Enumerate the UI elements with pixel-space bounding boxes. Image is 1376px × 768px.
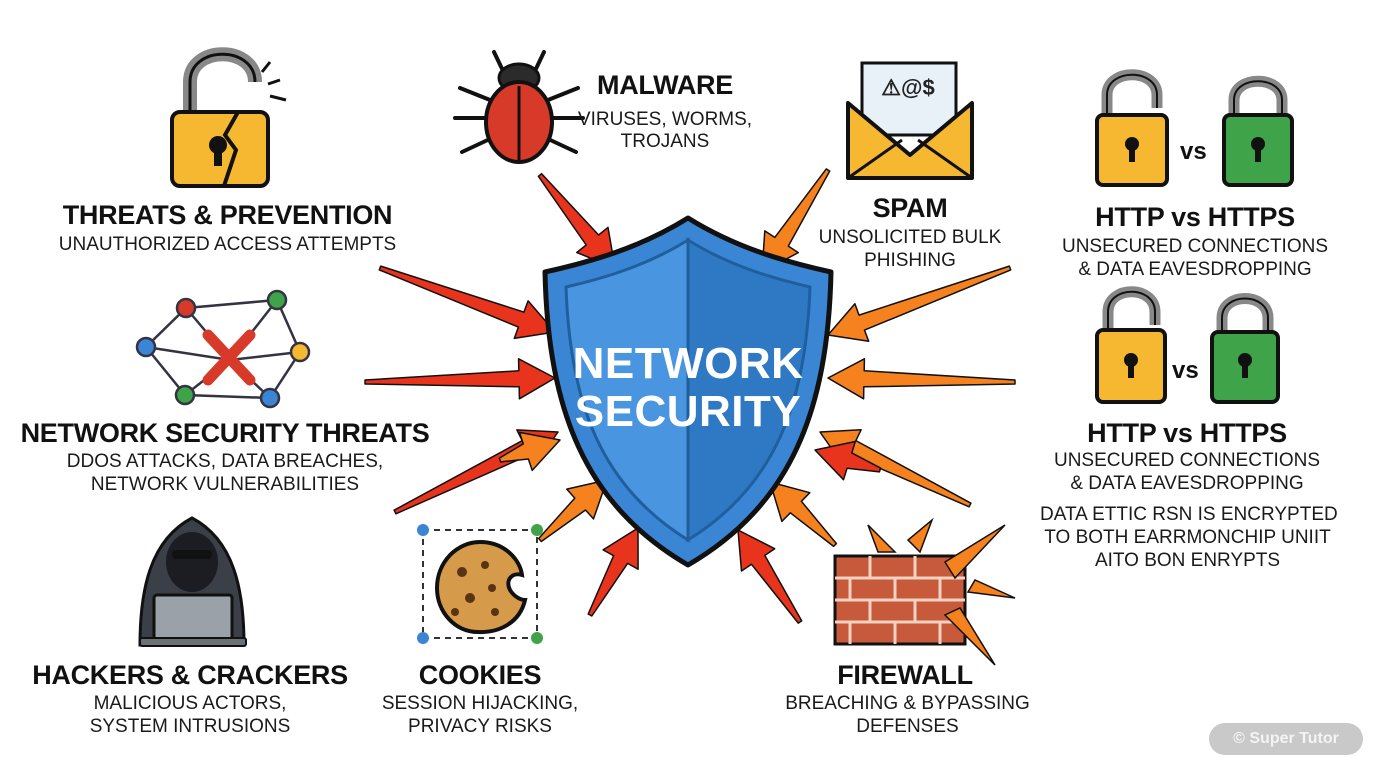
network-threats-sub2: NETWORK VULNERABILITIES (90, 474, 360, 495)
firewall-sub1: BREACHING & BYPASSING (785, 693, 1030, 714)
spam-sub1: UNSOLICITED BULK (818, 227, 1002, 248)
svg-text:⚠@$: ⚠@$ (881, 75, 934, 100)
firewall-title: FIREWALL (837, 660, 973, 690)
brick-wall-icon (833, 517, 1016, 666)
hooded-hacker-icon (138, 516, 247, 647)
threat-arrow-8 (827, 265, 1012, 343)
closed-padlock-icon-2 (1210, 293, 1280, 404)
center-title: NETWORK SECURITY (568, 340, 808, 436)
threats-subtitle: UNAUTHORIZED ACCESS ATTEMPTS (58, 234, 397, 255)
hackers-title: HACKERS & CRACKERS (32, 660, 348, 690)
cookies-sub2: PRIVACY RISKS (408, 716, 552, 737)
threat-arrow-13 (498, 431, 561, 472)
bug-icon (453, 50, 585, 164)
http2-note3: AITO BON ENRYPTS (1094, 550, 1281, 571)
closed-padlock-icon (1222, 75, 1294, 187)
http2-sub1: UNSECURED CONNECTIONS (1053, 450, 1321, 471)
threat-arrow-2 (378, 265, 556, 340)
http1-title: HTTP vs HTTPS (1095, 202, 1295, 232)
watermark-badge: © Super Tutor (1209, 723, 1363, 755)
threat-arrow-14 (814, 440, 882, 481)
threats-title: THREATS & PREVENTION (62, 200, 393, 230)
hackers-sub2: SYSTEM INTRUSIONS (89, 716, 291, 737)
threat-arrow-3 (364, 358, 556, 400)
malware-title: MALWARE (597, 70, 733, 100)
shield-icon (542, 215, 834, 568)
http2-note1: DATA ETTIC RSN IS ENCRYPTED (1040, 504, 1338, 525)
threat-arrow-6 (587, 527, 639, 617)
cookies-sub1: SESSION HIJACKING, (381, 693, 579, 714)
malware-sub1: VIRUSES, WORMS, (577, 109, 753, 130)
http2-title: HTTP vs HTTPS (1087, 418, 1287, 448)
broken-padlock-icon (170, 47, 287, 188)
hackers-sub1: MALICIOUS ACTORS, (93, 693, 287, 714)
http1-sub2: & DATA EAVESDROPPING (1078, 259, 1312, 280)
cookies-title: COOKIES (418, 660, 542, 690)
arrows-group (364, 168, 1016, 624)
threat-arrow-1 (537, 172, 616, 269)
spam-sub2: PHISHING (864, 250, 956, 271)
center-title-line1: NETWORK (572, 339, 804, 388)
network-threats-sub1: DDOS ATTACKS, DATA BREACHES, (66, 451, 384, 472)
http1-sub1: UNSECURED CONNECTIONS (1061, 236, 1329, 257)
envelope-icon: ⚠@$ (846, 61, 974, 180)
spam-title: SPAM (872, 193, 948, 223)
cookie-icon (417, 524, 543, 644)
open-padlock-icon (1095, 69, 1169, 187)
http2-sub2: & DATA EAVESDROPPING (1070, 473, 1304, 494)
firewall-sub2: DEFENSES (856, 716, 959, 737)
http2-note2: TO BOTH EARRMONCHIP UNIIT (1044, 527, 1331, 548)
threat-arrow-5 (537, 479, 608, 543)
center-title-line2: SECURITY (574, 387, 802, 436)
malware-sub2: TROJANS (620, 131, 710, 152)
http1-vs-label: vs (1180, 138, 1207, 165)
http2-vs-label: vs (1172, 357, 1199, 384)
threat-arrow-11 (769, 481, 838, 548)
open-padlock-icon-2 (1095, 286, 1167, 404)
threat-arrow-9 (827, 358, 1016, 400)
network-graph-x-icon (135, 289, 311, 409)
network-threats-title: NETWORK SECURITY THREATS (20, 418, 430, 448)
threat-arrow-12 (737, 529, 803, 624)
